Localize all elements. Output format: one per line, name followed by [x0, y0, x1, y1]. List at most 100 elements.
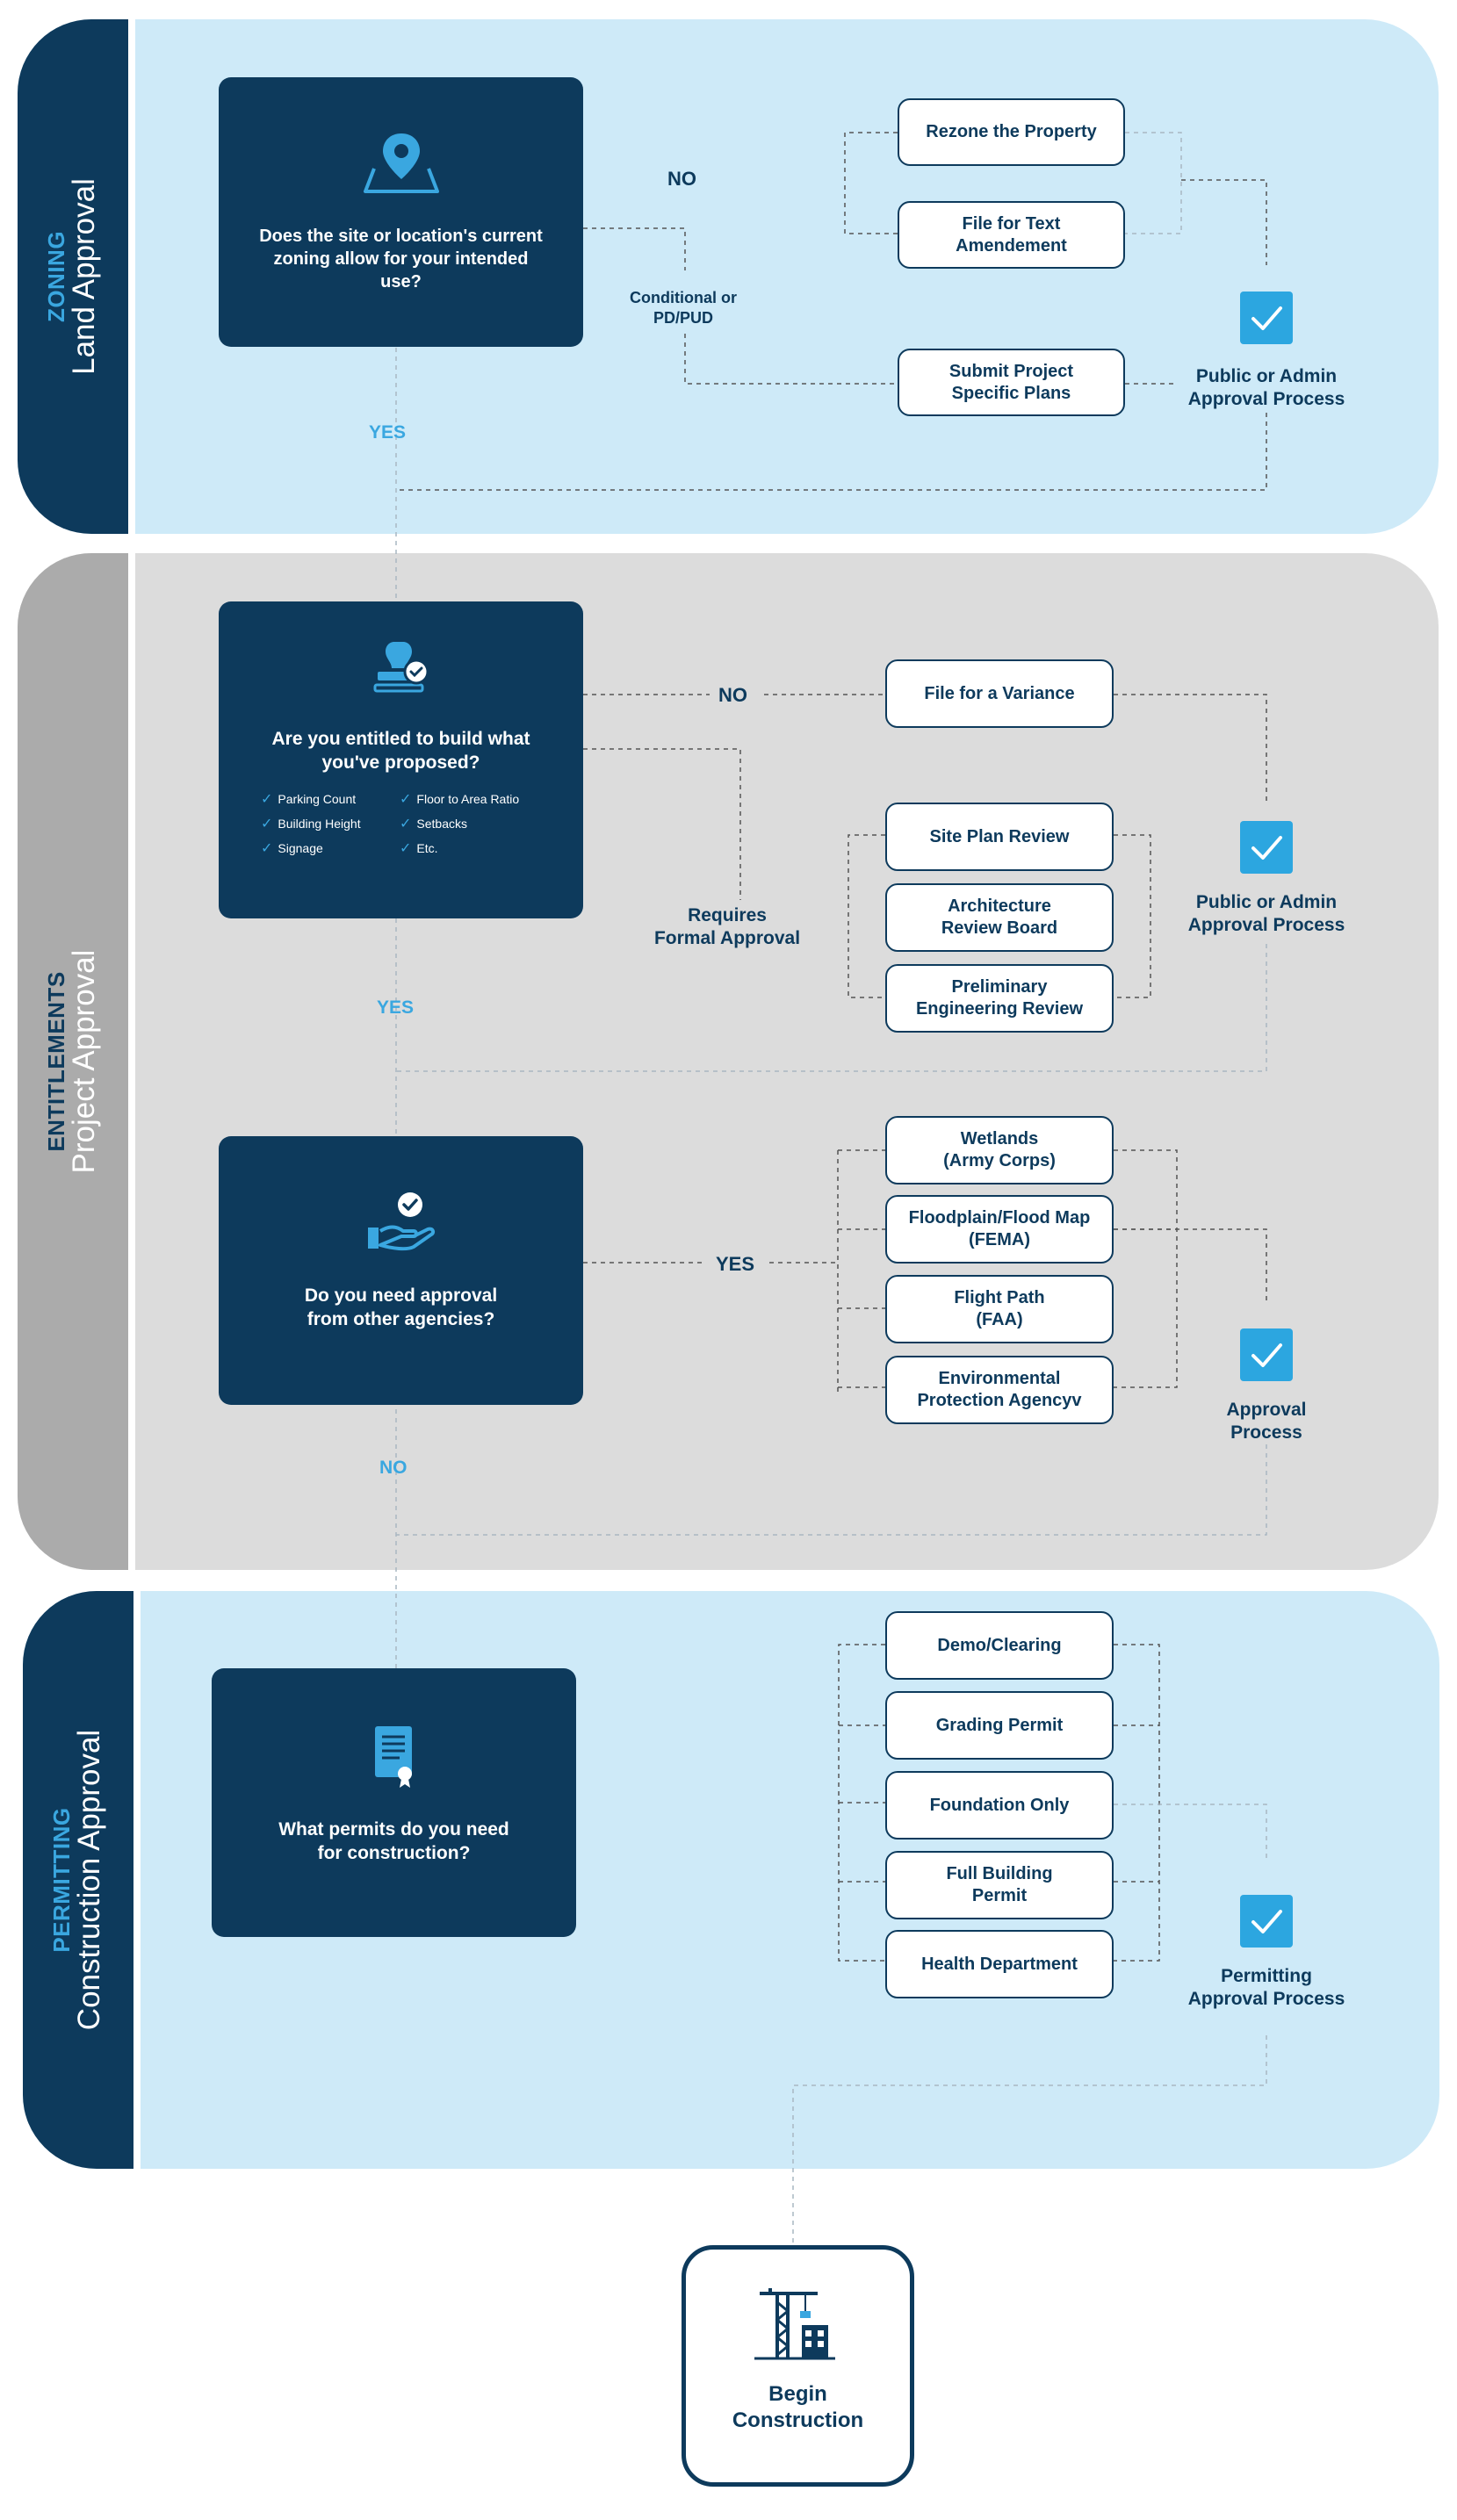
connector	[396, 1444, 1267, 1536]
option-label: Flight Path (FAA)	[954, 1288, 1045, 1329]
zoning-conditional-label: Conditional or PD/PUD	[630, 289, 737, 327]
epa-option: Environmental Protection Agencyv	[885, 1356, 1114, 1424]
option-label: Environmental Protection Agencyv	[917, 1369, 1082, 1410]
checklist-item: ✓ Floor to Area Ratio	[400, 790, 519, 808]
sidebar-divider	[128, 19, 135, 534]
variance-option: File for a Variance	[885, 659, 1114, 728]
site-plan-review-option: Site Plan Review	[885, 803, 1114, 871]
wetlands-option: Wetlands (Army Corps)	[885, 1116, 1114, 1184]
engineering-review-option: Preliminary Engineering Review	[885, 964, 1114, 1033]
permits-question-box: What permits do you need for constructio…	[212, 1668, 576, 1937]
floodplain-option: Floodplain/Flood Map (FEMA)	[885, 1195, 1114, 1264]
option-label: File for a Variance	[924, 683, 1075, 703]
agencies-question-box: Do you need approval from other agencies…	[219, 1136, 583, 1405]
entitled-question: Are you entitled to build what you've pr…	[271, 729, 530, 774]
check-icon: ✓	[400, 792, 412, 807]
permitting-approval-label: Permitting Approval Process	[1187, 1966, 1345, 2010]
full-building-permit-option: Full Building Permit	[885, 1851, 1114, 1919]
map-pin-icon	[363, 133, 439, 193]
connector	[1125, 132, 1182, 234]
flight-path-option: Flight Path (FAA)	[885, 1275, 1114, 1343]
connector	[1114, 1149, 1178, 1388]
permitting-approval-checkbox	[1240, 1895, 1293, 1948]
permitting-sidebar	[23, 1591, 133, 2169]
option-label: Full Building Permit	[946, 1864, 1053, 1905]
entitlements-approval-label: Public or Admin Approval Process	[1187, 892, 1345, 936]
zoning-approval-label: Public or Admin Approval Process	[1187, 366, 1345, 410]
check-icon: ✓	[261, 792, 273, 807]
checklist-item-label: Setbacks	[416, 817, 467, 831]
checklist-item: ✓ Setbacks	[400, 815, 467, 832]
check-icon	[1251, 1343, 1282, 1367]
agencies-yes-label: YES	[716, 1253, 755, 1275]
option-label: File for Text Amendement	[956, 213, 1067, 256]
check-icon: ✓	[400, 817, 412, 832]
option-label: Foundation Only	[929, 1795, 1070, 1815]
checklist-item-label: Building Height	[278, 817, 361, 831]
sidebar-divider	[133, 1591, 141, 2169]
check-icon: ✓	[261, 841, 273, 856]
stamp-icon	[373, 642, 429, 693]
checklist-item-label: Parking Count	[278, 792, 357, 806]
checklist-item: ✓Etc.	[400, 839, 438, 857]
entitlements-sidebar	[18, 553, 128, 1570]
connector	[1114, 1804, 1267, 1861]
agencies-approval-label: Approval Process	[1226, 1400, 1307, 1444]
connector	[838, 1644, 885, 1962]
checklist-item-label: Floor to Area Ratio	[416, 792, 520, 806]
connector	[684, 334, 898, 385]
project-specific-plans-option: Submit Project Specific Plans	[898, 349, 1125, 416]
check-icon: ✓	[261, 817, 273, 832]
agencies-question: Do you need approval from other agencies…	[304, 1285, 498, 1330]
document-icon	[374, 1726, 412, 1788]
option-label: Demo/Clearing	[937, 1635, 1062, 1655]
connector	[1114, 1228, 1267, 1304]
option-label: Site Plan Review	[929, 826, 1070, 846]
foundation-only-option: Foundation Only	[885, 1771, 1114, 1840]
agencies-no-label: NO	[379, 1458, 408, 1478]
check-icon	[1251, 1910, 1282, 1933]
option-label: Preliminary Engineering Review	[915, 977, 1084, 1019]
connector	[844, 132, 898, 234]
connector	[839, 1724, 885, 1883]
zoning-sidebar	[18, 19, 128, 534]
connector	[1181, 179, 1267, 265]
checklist-item: ✓ Signage	[261, 839, 323, 857]
connector	[583, 227, 686, 270]
grading-permit-option: Grading Permit	[885, 1691, 1114, 1760]
connector	[848, 834, 885, 998]
demo-clearing-option: Demo/Clearing	[885, 1611, 1114, 1680]
connector	[396, 944, 1267, 1072]
connector	[838, 1149, 885, 1388]
connector	[1114, 1644, 1160, 1962]
zoning-no-label: NO	[667, 168, 696, 190]
connector	[1114, 694, 1267, 803]
rezone-property-option: Rezone the Property	[898, 98, 1125, 166]
zoning-question-box: Does the site or location's current zoni…	[219, 77, 583, 347]
connector	[1114, 834, 1151, 998]
entitled-question-box: Are you entitled to build what you've pr…	[219, 601, 583, 918]
architecture-review-option: Architecture Review Board	[885, 883, 1114, 952]
health-department-option: Health Department	[885, 1930, 1114, 1998]
construction-crane-icon	[754, 2288, 835, 2360]
option-label: Rezone the Property	[926, 122, 1097, 141]
text-amendment-option: File for Text Amendement	[898, 201, 1125, 269]
check-icon	[1251, 306, 1282, 330]
begin-construction-label: Begin Construction	[732, 2382, 864, 2432]
checklist-item-label: Signage	[278, 841, 323, 855]
entitled-no-label: NO	[718, 684, 747, 706]
connector	[792, 2035, 1267, 2243]
check-icon	[1251, 836, 1282, 860]
checklist-item-label: Etc.	[416, 841, 438, 855]
option-label: Architecture Review Board	[941, 896, 1058, 938]
option-label: Health Department	[921, 1954, 1078, 1974]
sidebar-divider	[128, 553, 135, 1570]
connector	[396, 413, 1267, 491]
option-label: Submit Project Specific Plans	[948, 361, 1074, 403]
zoning-yes-label: YES	[369, 422, 407, 443]
option-label: Wetlands (Army Corps)	[943, 1129, 1056, 1170]
entitled-yes-label: YES	[377, 997, 415, 1018]
connector	[583, 748, 741, 900]
checklist-item: ✓ Parking Count	[261, 790, 356, 808]
